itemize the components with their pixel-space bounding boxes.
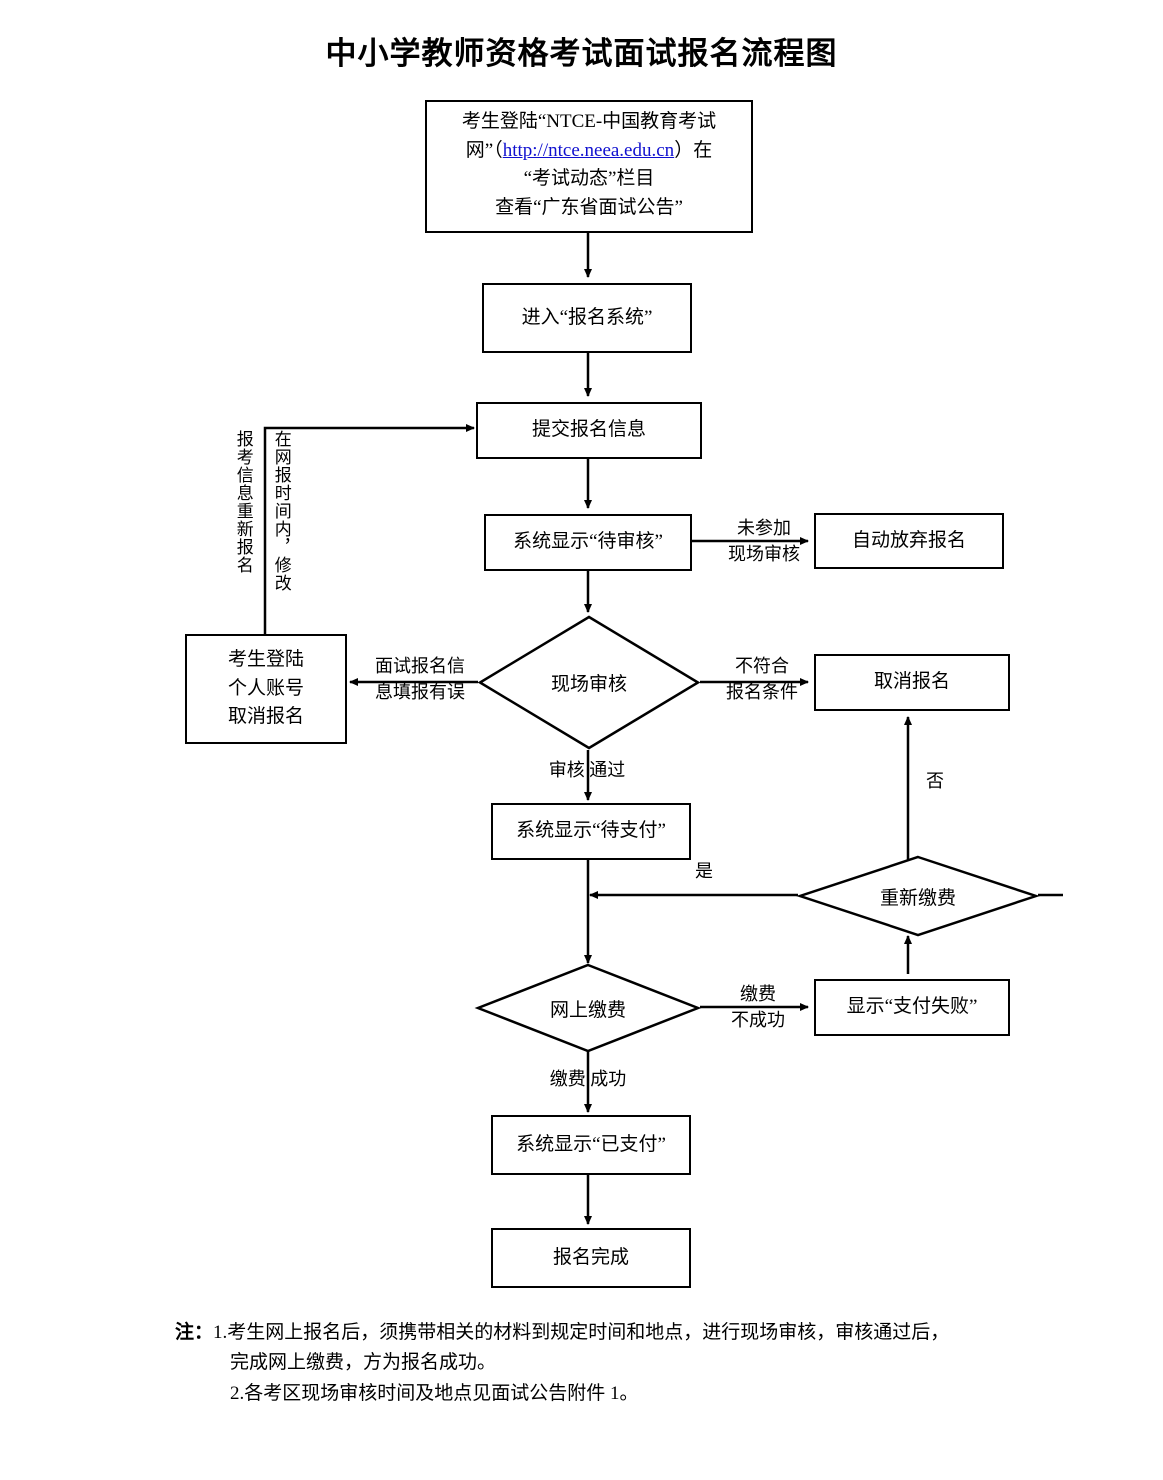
node-candidate-cancel-line3: 取消报名 <box>227 706 304 727</box>
edge-label-pay-success: 缴费 成功 <box>549 1069 627 1089</box>
edge-label-vertical-modify: 在网报时间内，修改 <box>271 430 291 592</box>
page-title: 中小学教师资格考试面试报名流程图 <box>325 36 838 71</box>
note-1-line-2: 完成网上缴费，方为报名成功。 <box>230 1352 497 1374</box>
node-onsite-review: 现场审核 <box>477 615 701 750</box>
node-online-payment-label: 网上缴费 <box>549 999 626 1021</box>
ntce-link[interactable]: http://ntce.neea.edu.cn <box>502 139 675 161</box>
node-login-line2-pre: 网”（ <box>465 139 503 161</box>
node-login-line2: 网”（http://ntce.neea.edu.cn）在 <box>427 137 751 166</box>
node-done: 报名完成 <box>491 1228 691 1288</box>
node-login-line2-post: ）在 <box>674 139 713 161</box>
node-candidate-cancel: 考生登陆 个人账号 取消报名 <box>185 634 347 744</box>
edge-label-repay-yes: 是 <box>695 861 713 881</box>
node-pay-failed: 显示“支付失败” <box>814 979 1010 1036</box>
note-2: 2.各考区现场审核时间及地点见面试公告附件 1。 <box>230 1382 639 1404</box>
node-auto-give-up: 自动放弃报名 <box>814 513 1004 569</box>
edge-label-not-meet-condition: 不符合 报名条件 <box>726 656 798 703</box>
node-paid: 系统显示“已支付” <box>491 1115 691 1175</box>
notes-block: 注： 1.考生网上报名后，须携带相关的材料到规定时间和地点，进行现场审核，审核通… <box>175 1318 1055 1409</box>
node-onsite-review-label: 现场审核 <box>550 674 627 695</box>
node-repay-label: 重新缴费 <box>879 887 956 909</box>
node-candidate-cancel-line2: 个人账号 <box>227 677 304 699</box>
node-cancel-registration: 取消报名 <box>814 654 1010 711</box>
node-enter-system: 进入“报名系统” <box>482 283 692 353</box>
node-candidate-cancel-line1: 考生登陆 <box>227 649 304 670</box>
node-repay: 重新缴费 <box>796 855 1040 937</box>
node-pending-payment: 系统显示“待支付” <box>491 803 691 860</box>
node-login-line3: “考试动态”栏目 <box>523 168 655 189</box>
node-submit-info: 提交报名信息 <box>476 402 702 459</box>
notes-label: 注： <box>175 1322 214 1343</box>
edge-label-pay-failed: 缴费 不成功 <box>731 984 785 1031</box>
node-login-line4: 查看“广东省面试公告” <box>495 196 683 218</box>
node-online-payment: 网上缴费 <box>474 963 702 1053</box>
node-pending-review: 系统显示“待审核” <box>484 514 692 571</box>
node-login: 考生登陆“NTCE-中国教育考试 网”（http://ntce.neea.edu… <box>425 100 753 233</box>
edge-label-review-passed: 审核 通过 <box>548 760 626 780</box>
edge-label-info-wrong: 面试报名信 息填报有误 <box>375 656 465 703</box>
node-login-line1: 考生登陆“NTCE-中国教育考试 <box>461 111 717 132</box>
edge-label-not-attend-onsite: 未参加 现场审核 <box>728 518 800 565</box>
edge-label-vertical-reapply: 报考信息重新报名 <box>233 430 253 574</box>
note-1-line-1: 1.考生网上报名后，须携带相关的材料到规定时间和地点，进行现场审核，审核通过后， <box>213 1322 950 1343</box>
edge-label-repay-no: 否 <box>926 771 944 791</box>
